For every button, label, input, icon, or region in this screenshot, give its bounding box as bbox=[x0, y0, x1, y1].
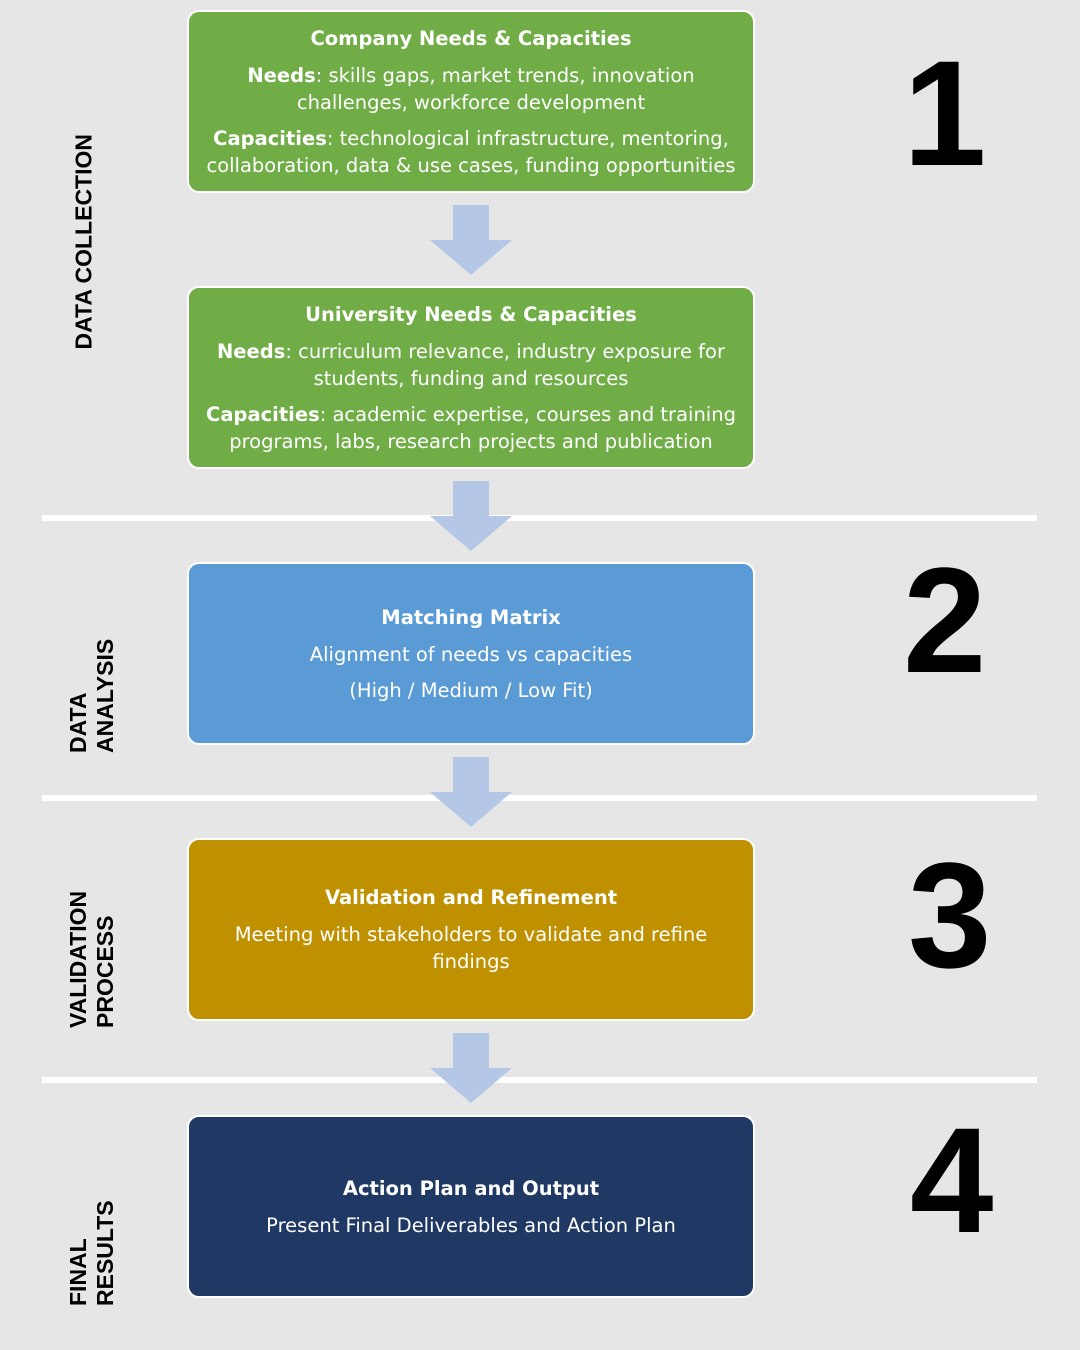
box-line: Present Final Deliverables and Action Pl… bbox=[266, 1213, 676, 1237]
stage-label-data-analysis: DATA ANALYSIS bbox=[65, 638, 118, 753]
stage-label-data-collection: DATA COLLECTION bbox=[70, 134, 97, 350]
stage-number-1: 1 bbox=[903, 29, 987, 197]
university-needs-box: University Needs & Capacities Needs: cur… bbox=[187, 286, 755, 469]
down-arrow-icon bbox=[430, 757, 512, 827]
section-divider bbox=[42, 1077, 1037, 1083]
box-title: University Needs & Capacities bbox=[305, 302, 637, 326]
box-title: Action Plan and Output bbox=[342, 1176, 600, 1200]
down-arrow-icon bbox=[430, 481, 512, 551]
section-divider bbox=[42, 795, 1037, 801]
company-needs-box: Company Needs & Capacities Needs: skills… bbox=[187, 10, 755, 193]
box-line: (High / Medium / Low Fit) bbox=[349, 678, 593, 702]
box-line: Meeting with stakeholders to validate an… bbox=[234, 923, 708, 973]
down-arrow-icon bbox=[430, 1033, 512, 1103]
stage-number-4: 4 bbox=[910, 1096, 994, 1264]
needs-line: Needs: skills gaps, market trends, innov… bbox=[247, 63, 695, 114]
box-title: Matching Matrix bbox=[381, 605, 561, 629]
down-arrow-icon bbox=[430, 205, 512, 275]
stage-number-2: 2 bbox=[903, 536, 987, 704]
needs-line: Needs: curriculum relevance, industry ex… bbox=[216, 339, 725, 390]
box-line: Alignment of needs vs capacities bbox=[309, 642, 633, 666]
capacities-line: Capacities: academic expertise, courses … bbox=[206, 402, 736, 453]
stage-number-3: 3 bbox=[908, 831, 992, 999]
validation-refinement-box: Validation and Refinement Meeting with s… bbox=[187, 838, 755, 1021]
box-title: Validation and Refinement bbox=[324, 886, 618, 909]
section-divider bbox=[42, 515, 1037, 521]
stage-label-validation-process: VALIDATION PROCESS bbox=[65, 890, 118, 1028]
capacities-line: Capacities: technological infrastructure… bbox=[206, 126, 736, 177]
action-plan-box: Action Plan and Output Present Final Del… bbox=[187, 1115, 755, 1298]
box-title: Company Needs & Capacities bbox=[310, 26, 632, 50]
stage-label-final-results: FINAL RESULTS bbox=[65, 1200, 118, 1306]
matching-matrix-box: Matching Matrix Alignment of needs vs ca… bbox=[187, 562, 755, 745]
